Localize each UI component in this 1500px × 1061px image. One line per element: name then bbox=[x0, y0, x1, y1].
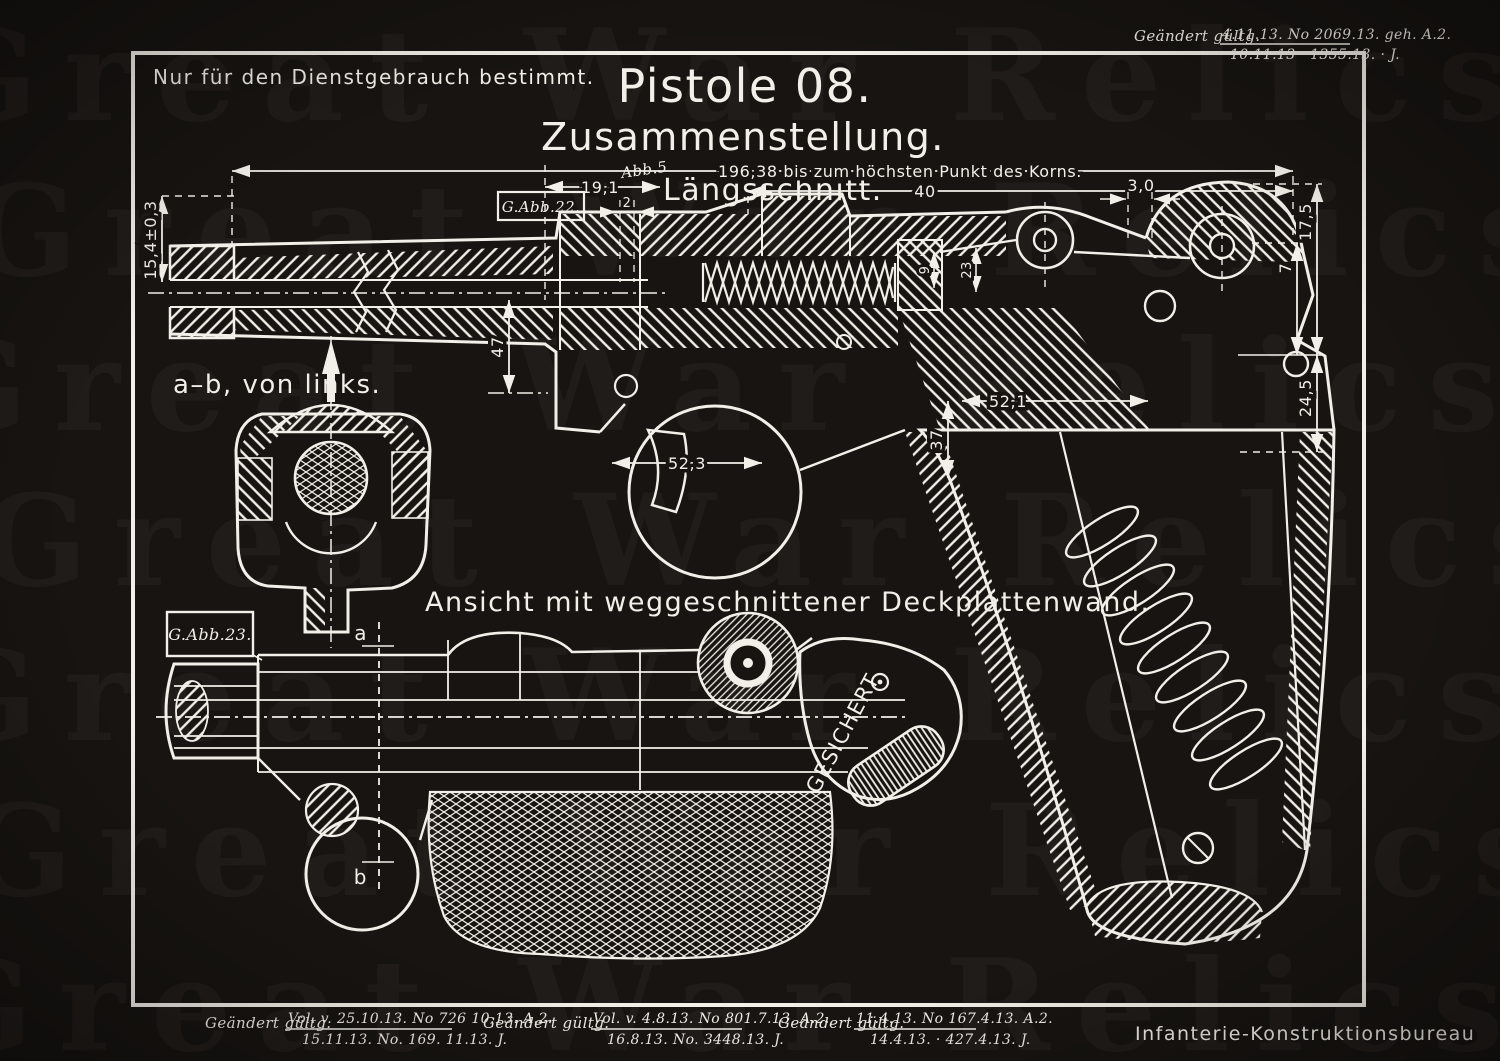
dim-52-1: 52,1 bbox=[989, 392, 1027, 411]
revision-denominator: 10.11.13 · 1355.13. · J. bbox=[1230, 47, 1400, 63]
revision-numerator: 4.11.13. No 2069.13. geh. A.2. bbox=[1221, 27, 1451, 43]
service-use-notice: Nur für den Dienstgebrauch bestimmt. bbox=[153, 65, 595, 89]
dim-52-3: 52,3 bbox=[668, 454, 706, 473]
open-view-label: Ansicht mit weggeschnittener Deckplatten… bbox=[425, 587, 1151, 618]
page-title: Pistole 08. bbox=[617, 59, 872, 113]
dim-2: 2 bbox=[623, 196, 632, 211]
dim-15-4: 15,4±0,3 bbox=[141, 200, 160, 279]
rev2-denominator: 16.8.13. No. 3448.13. J. bbox=[607, 1032, 784, 1048]
page-subtitle: Zusammenstellung. bbox=[541, 115, 945, 159]
grip-checkering bbox=[427, 790, 834, 960]
dim-37: 37 bbox=[927, 429, 946, 451]
dim-40: 40 bbox=[914, 182, 936, 201]
dim-3-0: 3,0 bbox=[1127, 176, 1154, 195]
rev3-numerator: 11.4.13. No 167.4.13. A.2. bbox=[856, 1011, 1053, 1027]
dim-23: 23 bbox=[960, 261, 975, 278]
bureau-signature: Infanterie-Konstruktionsbureau bbox=[1135, 1023, 1475, 1045]
cross-section-view-label: a–b, von links. bbox=[173, 370, 381, 400]
rev2-label: Geändert gültg. bbox=[483, 1014, 609, 1032]
dim-47: 47 bbox=[488, 336, 507, 358]
section-marker-a: a bbox=[354, 621, 368, 645]
rev1-denominator: 15.11.13. No. 169. 11.13. J. bbox=[302, 1032, 507, 1048]
dim-19-1: 19,1 bbox=[581, 178, 619, 197]
figure-ref-23: G.Abb.23. bbox=[168, 625, 251, 644]
figure-ref-22: G.Abb.22. bbox=[502, 198, 580, 216]
rev3-denominator: 14.4.13. · 427.4.13. J. bbox=[870, 1032, 1031, 1048]
dim-7: 7 bbox=[1276, 263, 1295, 274]
section-marker-b: b bbox=[354, 865, 368, 889]
dim-17-5: 17,5 bbox=[1296, 203, 1315, 241]
dim-9: 9 bbox=[918, 266, 933, 275]
dim-overall-length: 196,38 bis zum höchsten Punkt des Korns. bbox=[718, 162, 1082, 181]
dim-24-5: 24,5 bbox=[1296, 379, 1315, 417]
